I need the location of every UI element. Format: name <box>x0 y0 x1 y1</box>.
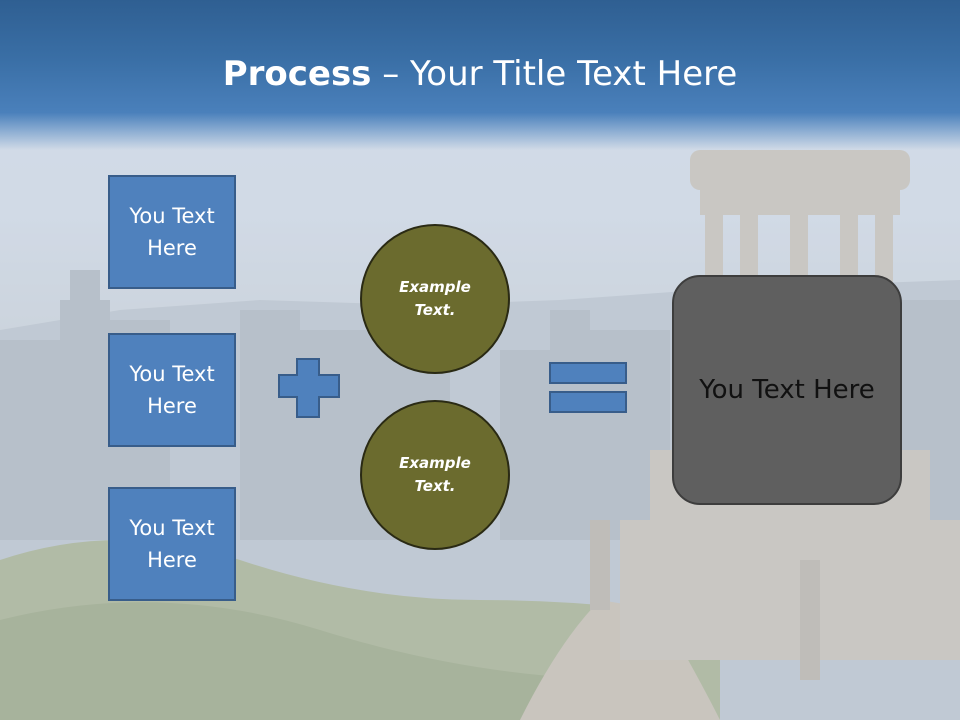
left-box-1: You Text Here <box>108 175 236 289</box>
result-box: You Text Here <box>672 275 902 505</box>
left-box-label: You Text Here <box>129 516 215 572</box>
left-box-label: You Text Here <box>129 204 215 260</box>
title-rest: – Your Title Text Here <box>371 54 738 94</box>
circle-2: Example Text. <box>360 400 510 550</box>
left-box-2: You Text Here <box>108 333 236 447</box>
circle-1: Example Text. <box>360 224 510 374</box>
title-bold: Process <box>222 54 372 94</box>
left-box-label: You Text Here <box>129 362 215 418</box>
circle-label: Example Text. <box>399 278 471 319</box>
result-label: You Text Here <box>699 375 875 405</box>
slide-title: Process – Your Title Text Here <box>0 52 960 96</box>
circle-label: Example Text. <box>399 454 471 495</box>
left-box-3: You Text Here <box>108 487 236 601</box>
title-band <box>0 0 960 150</box>
